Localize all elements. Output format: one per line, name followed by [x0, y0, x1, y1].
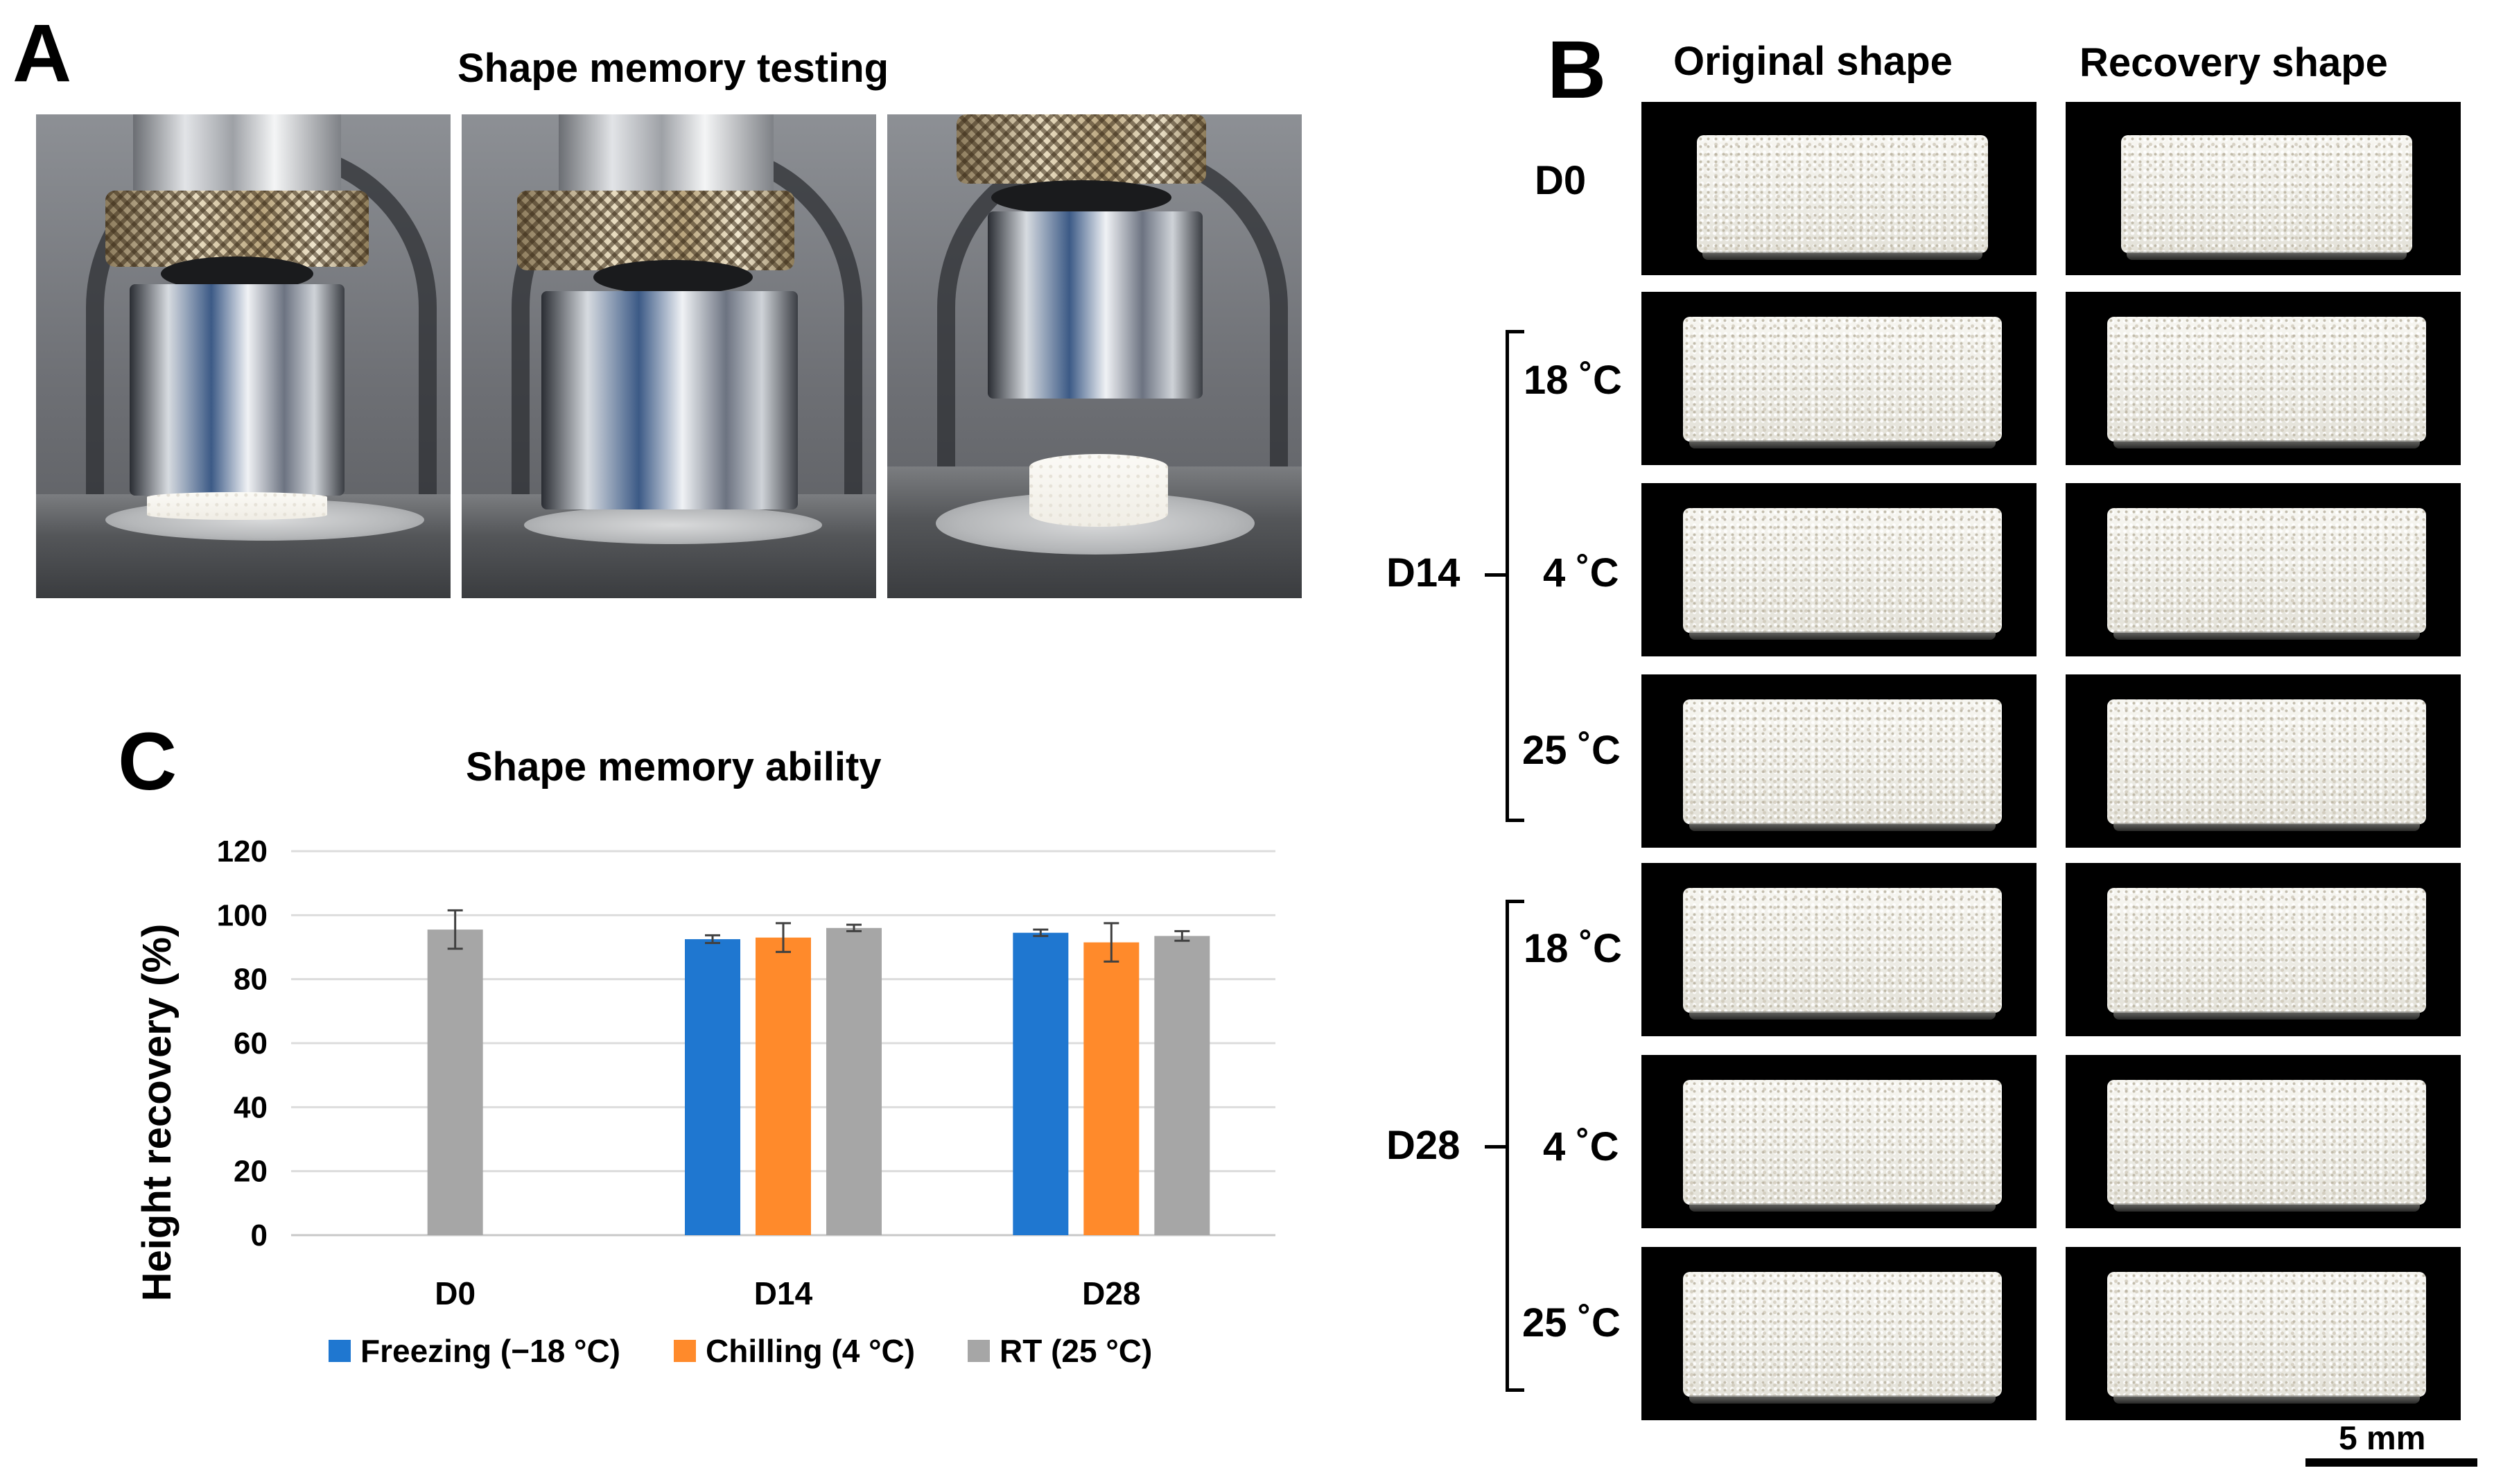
x-tick-label: D14: [754, 1275, 813, 1311]
original-shape-image-1: [1641, 292, 2037, 465]
recovery-shape-image-3: [2066, 674, 2461, 848]
photo-compressed-full: [462, 114, 876, 598]
scaffold-sample: [1683, 1272, 2002, 1404]
legend-label: Freezing (−18 °C): [360, 1333, 620, 1369]
panel-b-letter: B: [1547, 24, 1607, 116]
row-label-d28-4c: 4 ˚C: [1543, 1124, 1619, 1169]
scale-bar: [2305, 1458, 2477, 1467]
scaffold-sample: [1697, 135, 1988, 260]
recovery-shape-image-2: [2066, 483, 2461, 656]
legend-swatch: [968, 1340, 990, 1362]
scaffold-sample: [2107, 1080, 2426, 1212]
bar: [1154, 936, 1210, 1235]
photo-recovered: [887, 114, 1302, 598]
recovery-shape-image-4: [2066, 863, 2461, 1036]
chart-title: Shape memory ability: [466, 744, 882, 789]
scale-label: 5 mm: [2339, 1420, 2426, 1457]
bar: [685, 939, 740, 1235]
y-tick-label: 0: [251, 1219, 268, 1252]
group-label-d28: D28: [1386, 1123, 1460, 1168]
original-shape-image-4: [1641, 863, 2037, 1036]
y-tick-label: 20: [234, 1155, 268, 1189]
scaffold-sample: [2121, 135, 2412, 260]
bar: [1083, 942, 1140, 1235]
bar: [826, 927, 882, 1235]
bracket-d28-tick: [1485, 1145, 1506, 1149]
y-tick-label: 100: [217, 898, 268, 932]
x-tick-label: D0: [435, 1275, 476, 1311]
legend-item: Chilling (4 °C): [674, 1332, 915, 1370]
recovery-shape-image-5: [2066, 1055, 2461, 1228]
legend-label: Chilling (4 °C): [706, 1333, 916, 1369]
scaffold-sample: [1683, 508, 2002, 640]
bar: [1013, 932, 1069, 1235]
group-label-d14: D14: [1386, 550, 1460, 595]
original-shape-image-3: [1641, 674, 2037, 848]
original-shape-image-0: [1641, 102, 2037, 275]
x-tick-label: D28: [1082, 1275, 1140, 1311]
scaffold-sample: [1683, 888, 2002, 1020]
bracket-d14-tick: [1485, 573, 1506, 577]
legend-swatch: [674, 1340, 696, 1362]
row-label-d28-18c: 18 ˚C: [1524, 926, 1622, 971]
y-tick-label: 120: [217, 835, 268, 868]
row-label-d14-18c: 18 ˚C: [1524, 358, 1622, 403]
col-header-recovery: Recovery shape: [2079, 40, 2388, 85]
recovery-shape-image-6: [2066, 1247, 2461, 1420]
scaffold-sample: [2107, 699, 2426, 831]
scaffold-sample: [2107, 1272, 2426, 1404]
y-tick-label: 80: [234, 963, 268, 997]
bar: [756, 937, 811, 1235]
y-tick-label: 60: [234, 1027, 268, 1060]
panel-a-letter: A: [12, 8, 72, 99]
scaffold-sample: [1683, 1080, 2002, 1212]
scaffold-sample: [2107, 508, 2426, 640]
original-shape-image-2: [1641, 483, 2037, 656]
photo-compressed-start: [36, 114, 451, 598]
legend-swatch: [329, 1340, 351, 1362]
col-header-original: Original shape: [1673, 39, 1953, 84]
y-axis-label: Height recovery (%): [134, 924, 180, 1302]
scaffold-sample: [1683, 317, 2002, 448]
bracket-d28: [1506, 900, 1524, 1392]
scaffold-sample: [1683, 699, 2002, 831]
row-label-d14-4c: 4 ˚C: [1543, 550, 1619, 595]
y-tick-label: 40: [234, 1090, 268, 1124]
legend-item: RT (25 °C): [968, 1332, 1152, 1370]
row-label-d0: D0: [1535, 158, 1587, 203]
scaffold-sample: [2107, 888, 2426, 1020]
panel-a-title: Shape memory testing: [457, 46, 889, 91]
scaffold-sample: [2107, 317, 2426, 448]
recovery-shape-image-1: [2066, 292, 2461, 465]
bracket-d14: [1506, 330, 1524, 822]
legend-label: RT (25 °C): [1000, 1333, 1153, 1369]
row-label-d14-25c: 25 ˚C: [1522, 728, 1621, 773]
panel-c-letter: C: [118, 716, 177, 808]
original-shape-image-5: [1641, 1055, 2037, 1228]
row-label-d28-25c: 25 ˚C: [1522, 1300, 1621, 1345]
recovery-shape-image-0: [2066, 102, 2461, 275]
legend-item: Freezing (−18 °C): [329, 1332, 620, 1370]
original-shape-image-6: [1641, 1247, 2037, 1420]
bar: [427, 929, 483, 1235]
